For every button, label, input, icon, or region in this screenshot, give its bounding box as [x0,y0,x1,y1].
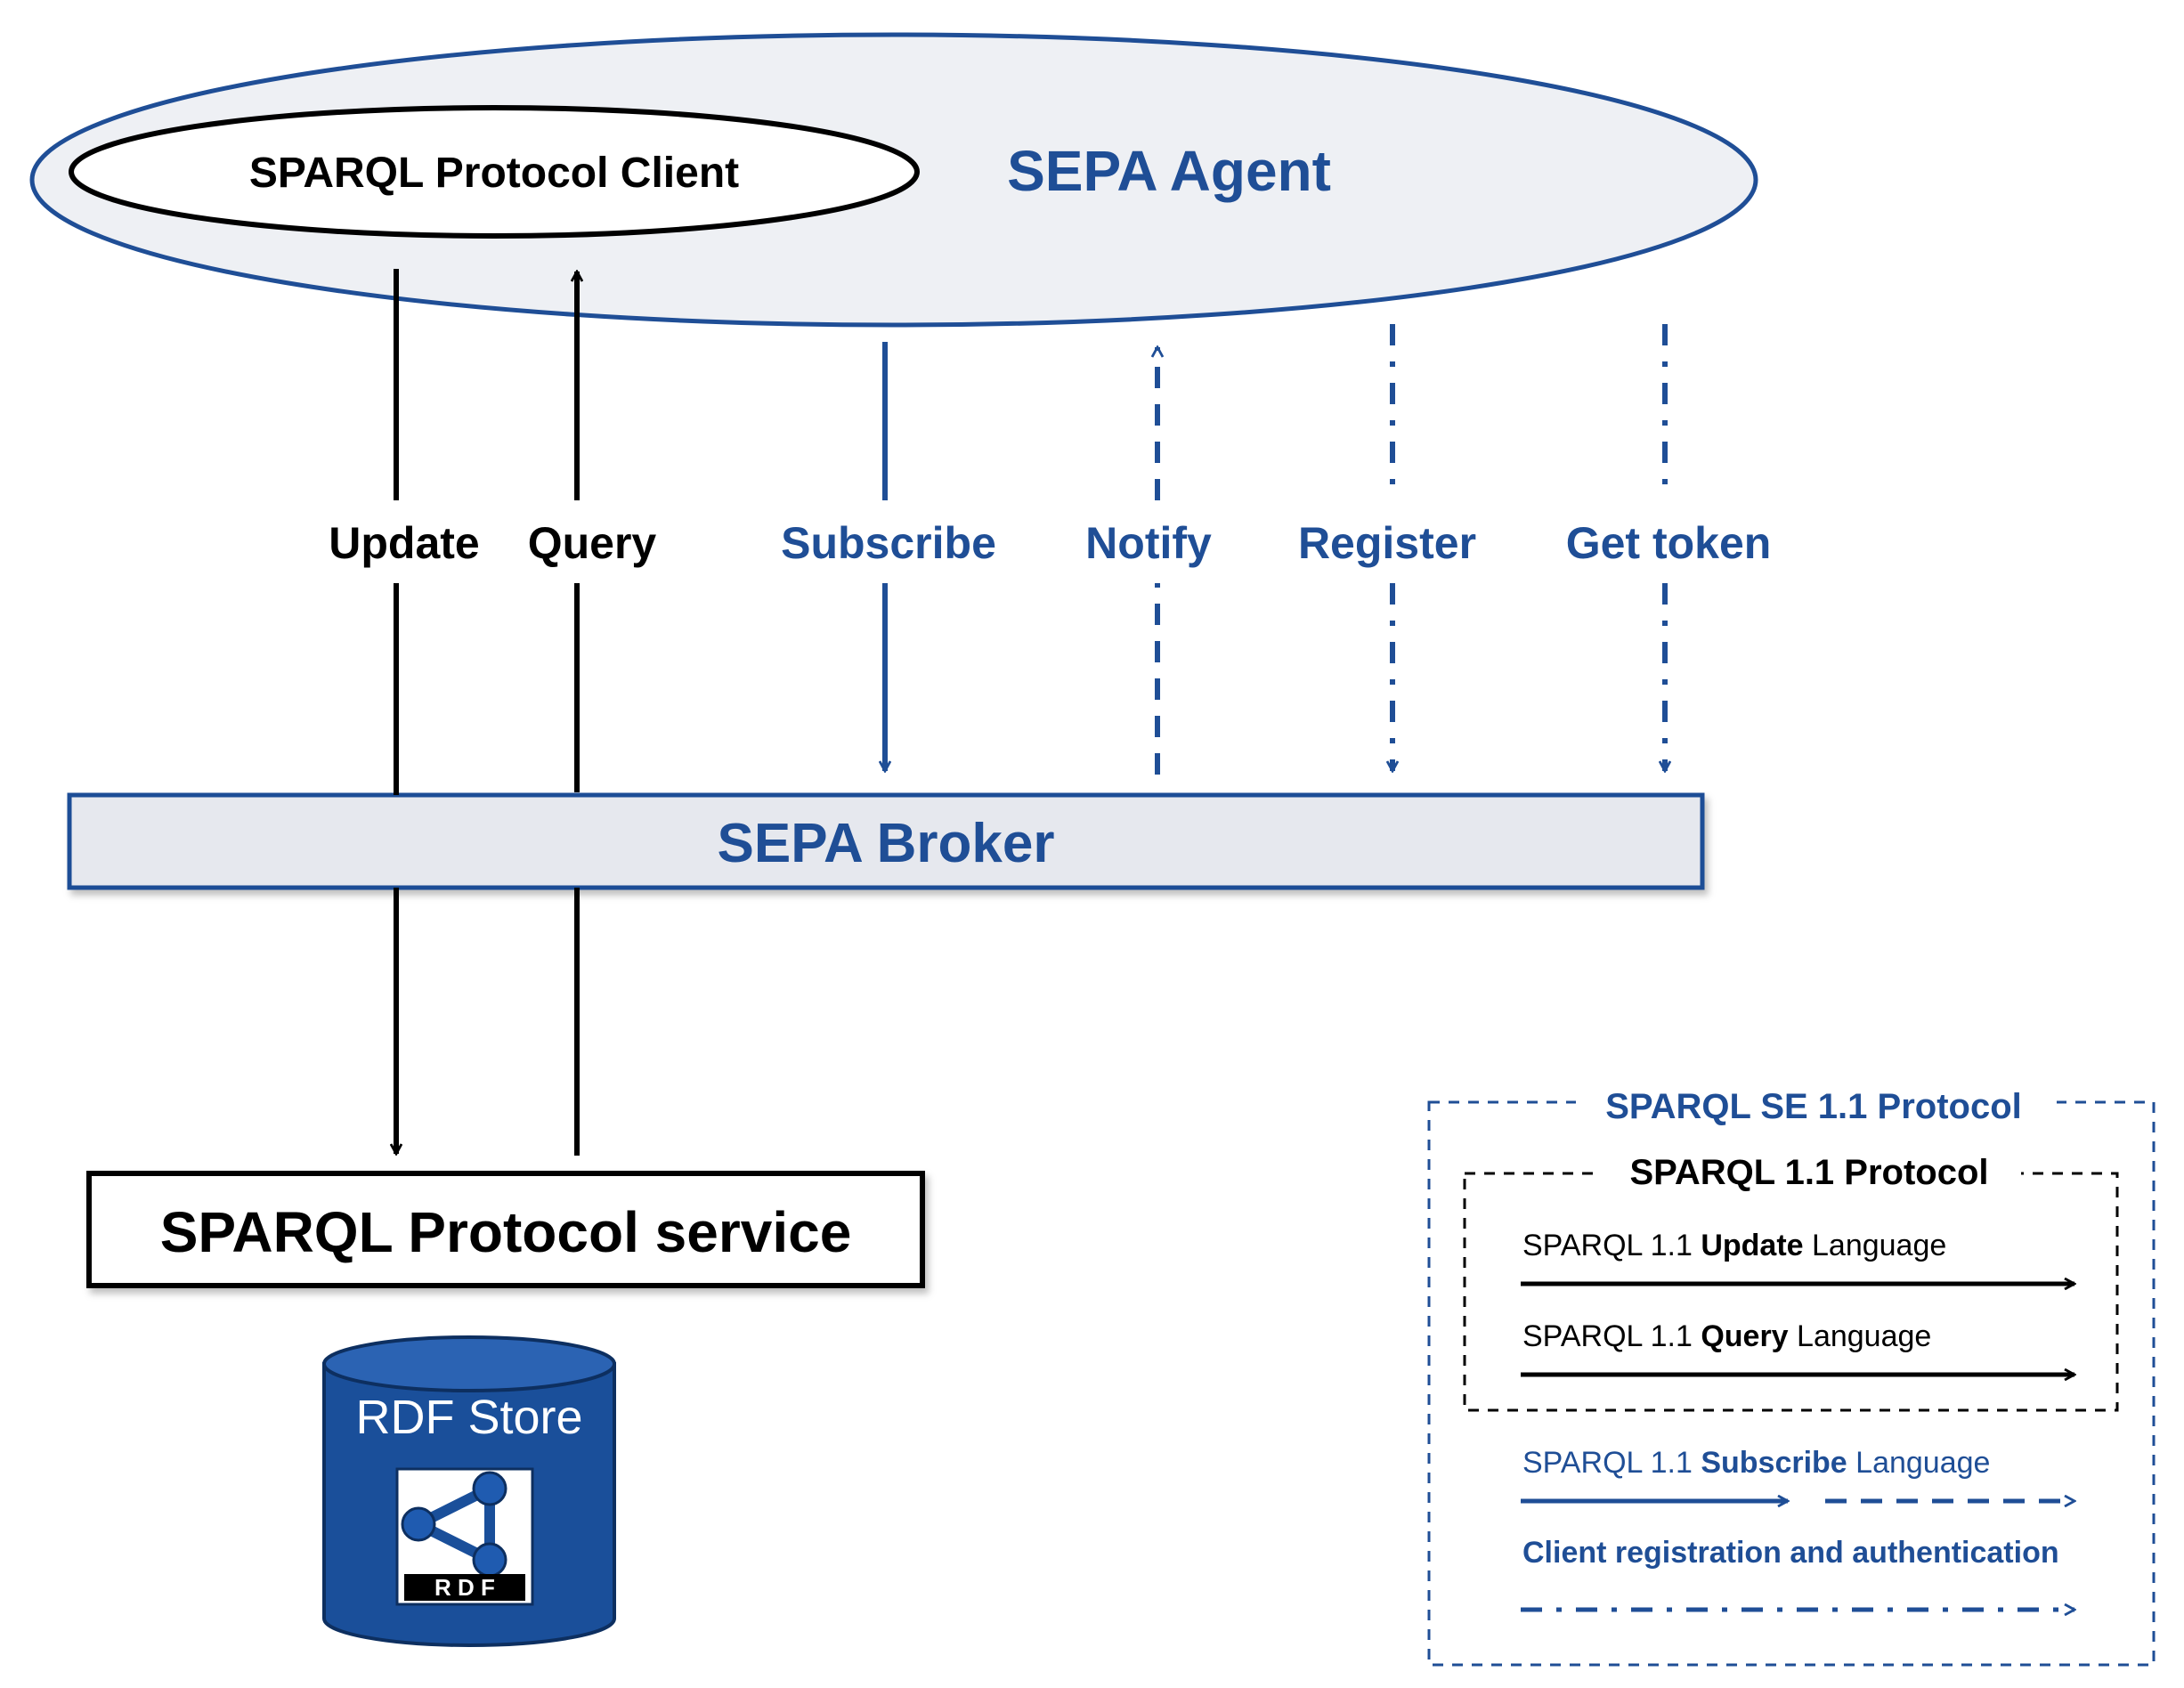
legend: SPARQL SE 1.1 Protocol SPARQL 1.1 Protoc… [1427,1082,2156,1667]
database-cylinder-top [322,1335,616,1392]
sepa-agent: SPARQL Protocol Client SEPA Agent [29,32,1758,328]
sepa-broker-label: SEPA Broker [717,813,1054,874]
agent-broker-arrows: Update Query Subscribe Notify Register G… [329,269,1771,792]
legend-inner-box [1463,1172,2119,1412]
broker-service-arrows [396,888,580,1156]
rdf-store-label: RDF Store [355,1391,582,1444]
sparql-client-ellipse [69,105,920,239]
query-label: Query [528,518,657,568]
update-label: Update [329,518,479,568]
legend-inner-title: SPARQL 1.1 Protocol [1629,1153,1988,1192]
rdf-logo-icon: R D F [395,1467,534,1606]
sparql-service-label: SPARQL Protocol service [160,1200,852,1264]
legend-query-text: SPARQL 1.1 Query Language [1522,1319,1931,1353]
sepa-agent-title: SEPA Agent [1007,139,1331,203]
rdf-logo-letters: R D F [434,1574,495,1601]
sparql-service: SPARQL Protocol service [86,1171,925,1288]
register-label: Register [1298,518,1476,568]
subscribe-label: Subscribe [781,518,996,568]
legend-outer-title-bg [1576,1082,2057,1123]
notify-label: Notify [1085,518,1212,568]
sparql-service-box [86,1171,925,1288]
sepa-broker-box [67,792,1705,890]
sepa-broker: SEPA Broker [67,792,1705,890]
legend-outer-title: SPARQL SE 1.1 Protocol [1605,1087,2022,1126]
get-token-label: Get token [1566,518,1772,568]
legend-update-text: SPARQL 1.1 Update Language [1522,1229,1946,1262]
legend-registration-text: Client registration and authentication [1522,1536,2059,1570]
sparql-client-label: SPARQL Protocol Client [249,150,739,197]
legend-inner-title-bg [1594,1153,2021,1194]
rdf-store: RDF Store R D F [322,1335,616,1647]
legend-subscribe-text: SPARQL 1.1 Subscribe Language [1522,1446,1990,1480]
